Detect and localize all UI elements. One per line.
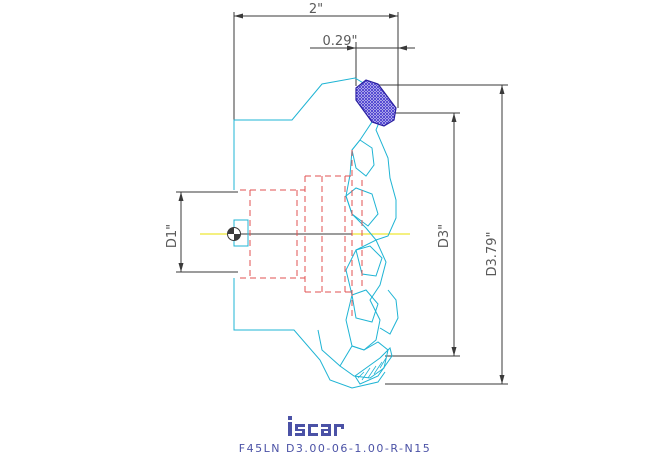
cut-diameter-label: D3" [437,224,452,248]
bore-diameter-label: D1" [165,224,180,248]
dimension-max-diameter [368,84,508,385]
dimension-bore-diameter [176,191,238,273]
cutter-body [233,77,399,389]
insert-offset-label: 0.29" [323,34,358,49]
max-diameter-label: D3.79" [485,232,500,277]
upper-insert [355,79,397,127]
iscar-logo: iscar [288,416,344,436]
center-mark [227,219,249,247]
dimension-cut-diameter [385,112,460,357]
overall-width-label: 2" [309,2,323,17]
hidden-lines [240,150,363,320]
lower-insert [354,347,393,385]
tool-designation: F45LN D3.00-06-1.00-R-N15 [238,442,432,455]
